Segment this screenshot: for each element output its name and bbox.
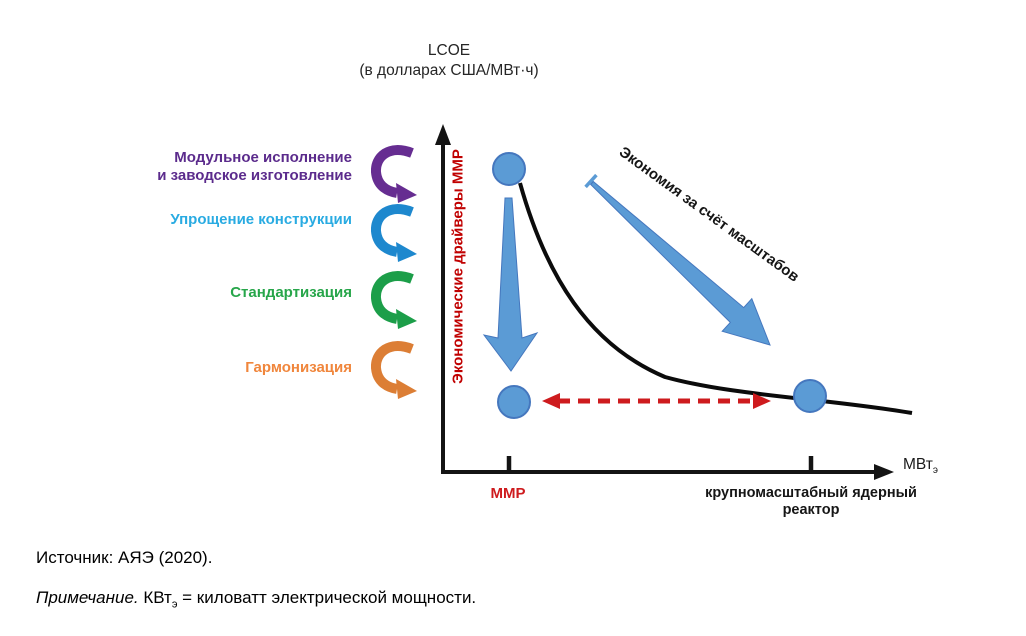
driver-label-standardization: Стандартизация [230,284,352,301]
scale-arrow-tail-cap [584,173,598,189]
axes [435,124,894,480]
note-unit: КВт [138,588,172,607]
dashed-arrowhead-right-icon [753,393,771,409]
large-reactor-point [793,379,827,413]
x-unit-subscript: э [932,465,938,477]
x-tick-label-smr: ММР [490,485,526,502]
note-unit-subscript: э [171,598,178,611]
x-unit-text: МВт [903,456,933,473]
scale-arrow-body [590,180,771,346]
chart-title-line2: (в долларах США/МВт·ч) [359,62,539,80]
curved-arrow-icon [371,271,417,329]
note-line: Примечание. КВтэ = киловатт электрическо… [36,588,476,610]
x-tick-label-large-reactor: крупномасштабный ядерный реактор [705,485,917,519]
driver-label-design-simplification: Упрощение конструкции [170,211,352,228]
y-axis-arrowhead-icon [435,124,451,145]
smr-point-high-lcoe [492,152,526,186]
note-lead: Примечание. [36,588,139,607]
chart-title-line1: LCOE [427,42,471,59]
driver-label-harmonization: Гармонизация [245,359,352,376]
curved-arrow-icon [371,341,417,399]
lcoe-curve [518,182,913,415]
note-text: = киловатт электрической мощности. [177,588,477,607]
curved-arrow-icon [371,145,417,203]
driver-effect-down-arrow [482,197,539,372]
source-line: Источник: АЯЭ (2020). [36,548,213,567]
curved-arrow-icon [371,204,417,262]
driver-label-modular-factory: Модульное исполнение и заводское изготов… [157,149,352,184]
x-axis-unit-label: МВтэ [903,456,938,476]
economies-of-scale-arrow [584,173,771,346]
lcoe-equivalence-dashed-arrow [542,393,771,409]
dashed-arrowhead-left-icon [542,393,560,409]
chart-title: LCOE (в долларах США/МВт·ч) [319,41,579,81]
smr-point-low-lcoe [497,385,531,419]
x-axis-arrowhead-icon [874,464,894,480]
